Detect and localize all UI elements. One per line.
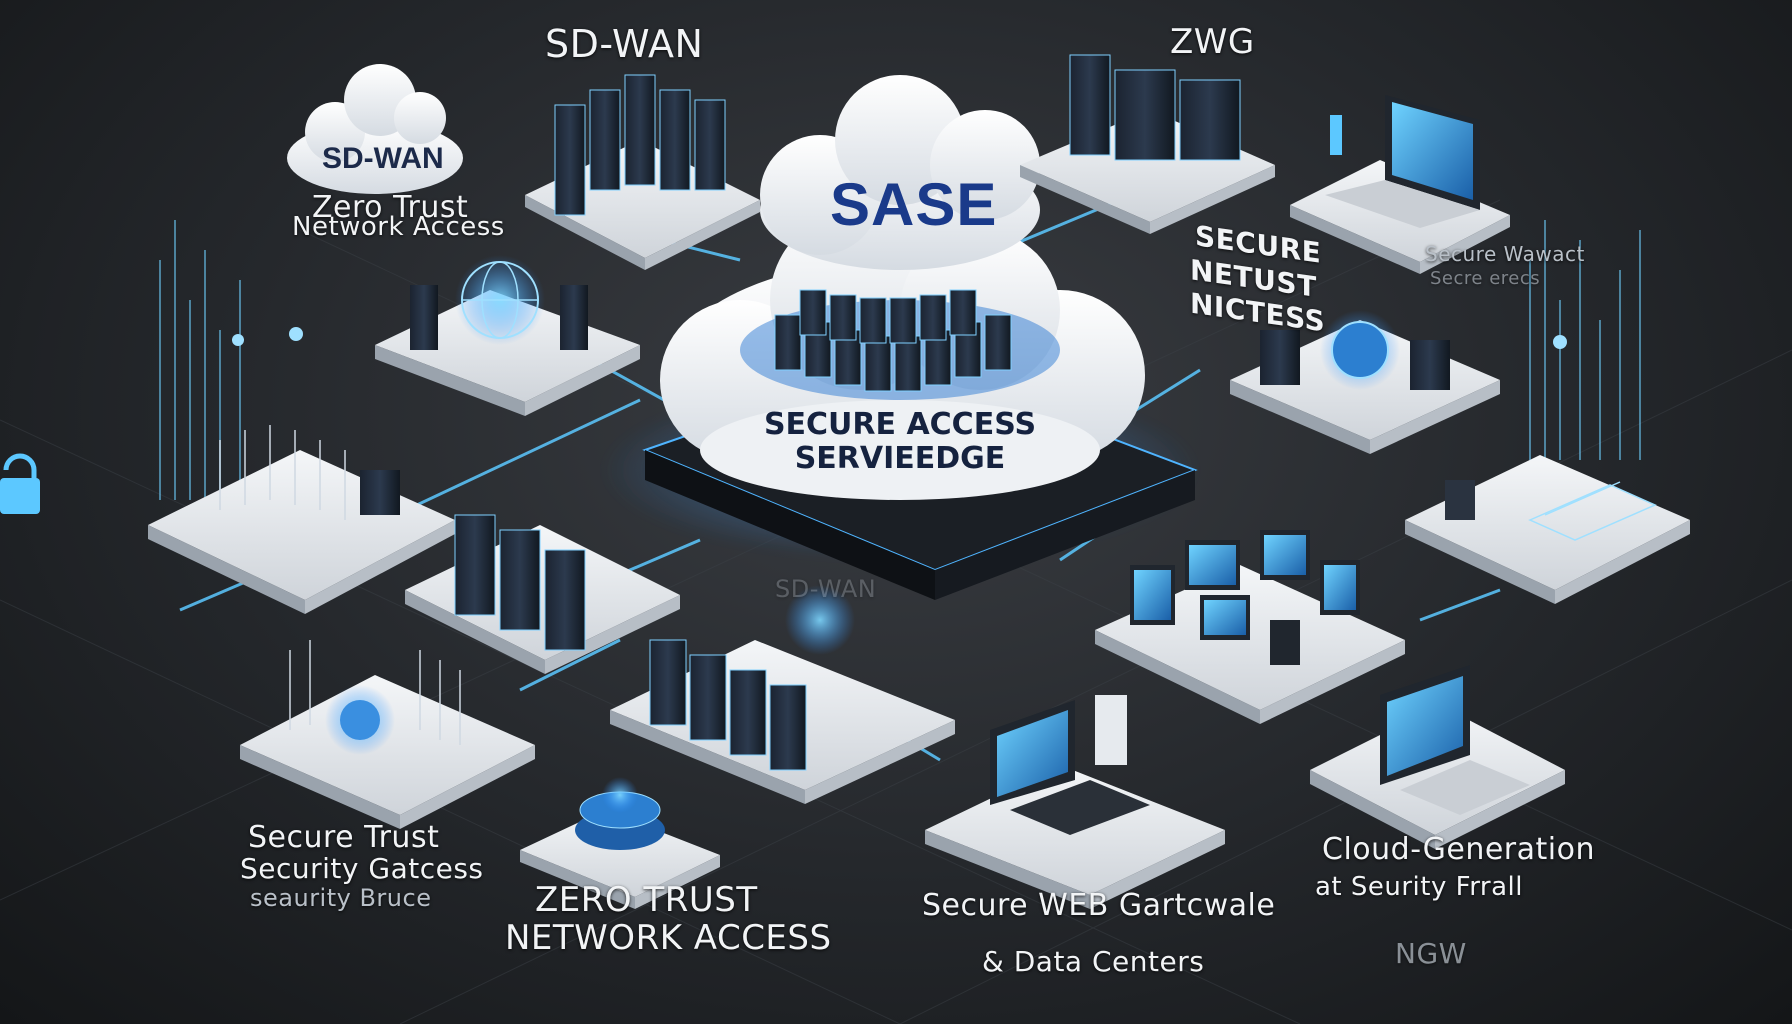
label-top-zwg: ZWG bbox=[1170, 22, 1255, 62]
label-secure-web: Secure WEB Gartcwale bbox=[922, 888, 1276, 923]
server-rack-icon bbox=[1260, 330, 1300, 385]
label-top-sd-wan: SD-WAN bbox=[545, 22, 704, 66]
server-rack-icon bbox=[1095, 695, 1127, 765]
platform-secure-netust bbox=[1230, 310, 1500, 454]
platform-servers-bottom bbox=[610, 585, 955, 804]
platform-servers-mid bbox=[405, 514, 680, 674]
server-rack-icon bbox=[774, 289, 1012, 392]
label-ngw: NGW bbox=[1395, 937, 1467, 970]
sase-subtitle-line1: SECURE ACCESS bbox=[763, 407, 1037, 442]
sd-wan-badge-cloud bbox=[287, 64, 463, 194]
globe-icon bbox=[785, 585, 855, 655]
antenna-array-icon bbox=[219, 425, 346, 520]
platform-dashboard bbox=[1405, 455, 1690, 604]
label-data-centers: & Data Centers bbox=[982, 945, 1205, 978]
light-streaks-left bbox=[159, 220, 241, 500]
sase-hub bbox=[600, 75, 1200, 600]
secure-node-icon bbox=[575, 777, 665, 850]
platform-secure-trust bbox=[240, 640, 535, 829]
platform-cloud-generation bbox=[1310, 665, 1565, 849]
label-secure-wawact-line2: Secre erecs bbox=[1430, 268, 1541, 289]
sd-wan-badge-label: SD-WAN bbox=[322, 142, 444, 175]
sase-subtitle: SECURE ACCESS SERVIEEDGE bbox=[745, 408, 1055, 476]
light-orb bbox=[1553, 335, 1567, 349]
sase-cloud-icon bbox=[760, 75, 1040, 270]
label-secure-trust-line1: Secure Trust bbox=[248, 820, 440, 855]
sase-title: SASE bbox=[830, 171, 998, 238]
light-orb bbox=[289, 327, 303, 341]
dashboard-icon bbox=[1528, 481, 1657, 541]
platform-zwg bbox=[1020, 54, 1275, 234]
platform-monitors bbox=[1095, 530, 1405, 724]
globe-icon bbox=[1320, 310, 1400, 390]
label-faint-sd-wan: SD-WAN bbox=[775, 575, 877, 603]
label-ztna-line1: Zero Trust bbox=[312, 190, 469, 225]
label-cloud-gen-line1: Cloud-Generation bbox=[1322, 832, 1595, 867]
label-bottom-ztna-line2: NETWORK ACCESS bbox=[505, 918, 832, 958]
lock-icon bbox=[0, 453, 40, 514]
sd-wan-badge: SD-WAN bbox=[290, 122, 460, 192]
monitor-icon bbox=[1130, 530, 1360, 665]
label-secure-trust-line3: seaurity Bruce bbox=[250, 884, 432, 912]
light-orb bbox=[232, 334, 244, 346]
server-rack-icon bbox=[410, 285, 438, 350]
server-rack-icon bbox=[560, 285, 588, 350]
sase-subtitle-line2: SERVIEEDGE bbox=[794, 441, 1006, 476]
label-secure-wawact-line1: Secure Wawact bbox=[1425, 242, 1585, 266]
label-ztna-line2: Network Access bbox=[292, 212, 505, 242]
platform-ztna-device bbox=[520, 777, 720, 909]
light-streaks-right bbox=[1529, 220, 1641, 460]
laptop-icon bbox=[1325, 95, 1480, 228]
laptop-icon bbox=[990, 700, 1150, 835]
globe-icon bbox=[325, 685, 395, 755]
server-rack-icon bbox=[360, 470, 400, 515]
device-icon bbox=[1445, 480, 1475, 520]
platform-laptop bbox=[1290, 95, 1510, 274]
globe-icon bbox=[455, 255, 545, 345]
device-icon bbox=[1330, 115, 1342, 155]
server-rack-icon bbox=[649, 639, 807, 771]
server-rack-icon bbox=[1410, 340, 1450, 390]
label-secure-trust-line2: Security Gatcess bbox=[240, 852, 484, 885]
platform-antenna-grid bbox=[148, 425, 455, 614]
label-cloud-gen-line2: at Seurity Frrall bbox=[1315, 872, 1523, 902]
server-rack-icon bbox=[1069, 54, 1241, 161]
server-rack-icon bbox=[554, 74, 726, 216]
platform-zero-trust bbox=[375, 255, 640, 416]
platform-sd-wan bbox=[525, 74, 760, 270]
label-bottom-ztna-line1: ZERO TRUST bbox=[535, 880, 758, 920]
platform-secure-web bbox=[925, 695, 1225, 909]
server-rack-icon bbox=[454, 514, 586, 651]
antenna-array-icon bbox=[289, 640, 461, 745]
laptop-icon bbox=[1380, 665, 1530, 815]
